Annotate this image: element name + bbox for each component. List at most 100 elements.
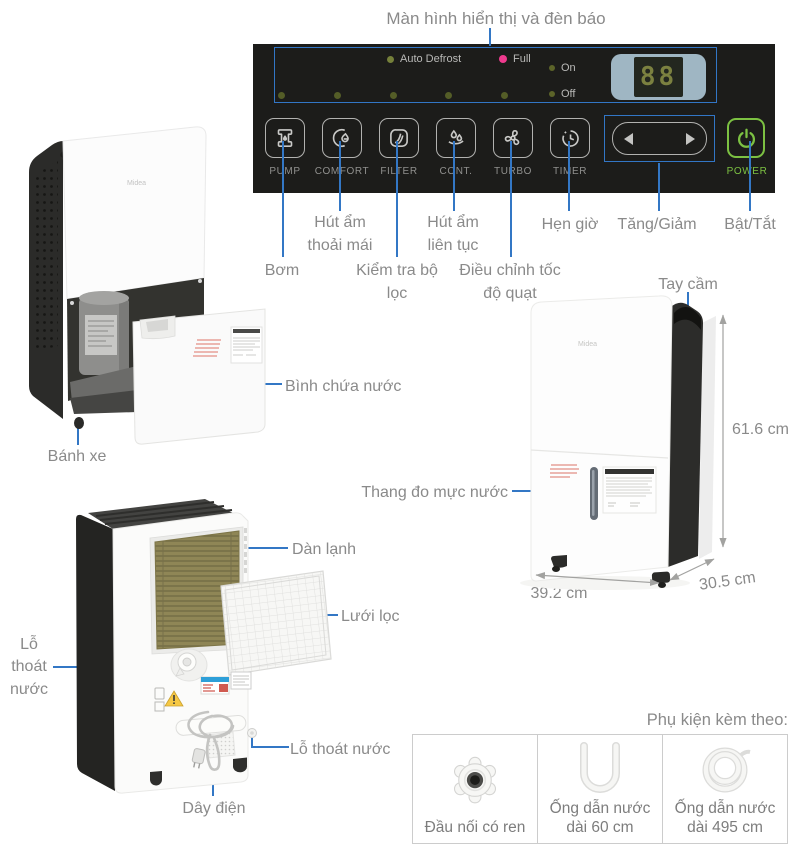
off-label: Off (561, 88, 576, 100)
label-power-cord: Dây điện (182, 800, 246, 817)
page-title: Màn hình hiển thị và đèn báo (386, 9, 606, 28)
long-hose-icon (702, 747, 751, 793)
pump-callout-line (282, 141, 284, 257)
power-button[interactable] (727, 118, 765, 158)
coil-callout-line (228, 547, 288, 549)
filter-mesh-panel (220, 570, 332, 676)
turbo-button-label: TURBO (494, 166, 532, 177)
warning-triangle-icon (164, 690, 184, 707)
base-lip (70, 390, 137, 414)
on-label: On (561, 62, 576, 74)
arrow-left-icon (624, 132, 633, 145)
side-dark-panel (76, 514, 115, 791)
label-drain-right: Lỗ thoát nước (290, 741, 391, 758)
power-icon (737, 128, 755, 148)
short-hose-icon (580, 741, 620, 793)
filter-button[interactable] (379, 118, 419, 158)
right-view-illustration: Midea (520, 295, 727, 590)
threaded-connector-icon (453, 756, 497, 804)
off-led-icon (549, 91, 555, 97)
label-water-gauge: Thang đo mực nước (361, 484, 508, 501)
pump-icon (277, 129, 293, 147)
pump-button-label: PUMP (269, 166, 301, 177)
comfort-led-icon (334, 92, 341, 99)
cont-button-label: CONT. (439, 166, 473, 177)
callout-arrows: Tăng/Giảm (617, 216, 697, 233)
timer-button-label: TIMER (540, 166, 600, 177)
turbo-button[interactable] (493, 118, 533, 158)
timer-icon (562, 130, 579, 147)
accessory-short-hose: Ống dẫn nước dài 60 cm (538, 735, 663, 843)
foot (150, 771, 163, 786)
water-tank (132, 308, 266, 445)
dimension-lines (535, 314, 727, 587)
brand-logo: Midea (578, 341, 597, 348)
brand-logo: Midea (127, 180, 146, 187)
cont-led-icon (445, 92, 452, 99)
up-down-arrows-button[interactable] (612, 122, 707, 155)
comfort-icon (332, 128, 349, 148)
timer-callout-line (568, 141, 570, 211)
accessory-threaded-connector: Đầu nối có ren (413, 735, 538, 843)
on-led-icon (549, 65, 555, 71)
side-slots (244, 528, 247, 573)
wheel-callout-line (77, 419, 79, 445)
label-handle: Tay cầm (658, 276, 718, 293)
callout-pump: Bơm (264, 262, 300, 279)
filter-icon (390, 129, 408, 147)
power-button-label: POWER (726, 166, 768, 177)
timer-button[interactable] (550, 118, 590, 158)
label-drain-left: Lỗ thoát nước (9, 636, 49, 698)
accessory-name: Đầu nối có ren (424, 818, 526, 836)
tank-warning-text (193, 339, 221, 357)
arrow-right-icon (686, 132, 695, 145)
front-foot (551, 555, 567, 568)
arrows-callout-line (658, 163, 660, 211)
turbo-led-icon (501, 92, 508, 99)
power-callout-line (749, 141, 751, 211)
comfort-button[interactable] (322, 118, 362, 158)
comfort-button-label: COMFORT (314, 166, 370, 177)
seven-segment-display: 88 (611, 54, 706, 100)
pump-button[interactable] (265, 118, 305, 158)
accessories-title: Phụ kiện kèm theo: (646, 711, 788, 729)
control-panel: Auto Defrost Full On Off 88 (253, 44, 775, 193)
full-indicator: Full (499, 53, 531, 65)
turbo-callout-line (510, 141, 512, 257)
compressor-motor (79, 291, 129, 375)
label-filter-mesh: Lưới lọc (341, 608, 400, 625)
continuous-button[interactable] (436, 118, 476, 158)
power-plug (191, 748, 206, 769)
foot (233, 757, 248, 773)
timer-off-indicator: Off (549, 88, 575, 100)
callout-filter: Kiểm tra bộ lọc (356, 262, 438, 303)
label-cooling-coil: Dàn lạnh (292, 541, 357, 558)
accessory-long-hose: Ống dẫn nước dài 495 cm (663, 735, 787, 843)
dark-side-panel (668, 302, 703, 567)
label-water-tank: Bình chứa nước (285, 378, 402, 395)
front-view-illustration: Midea (29, 126, 266, 445)
filter-callout-line (396, 141, 398, 257)
continuous-drain-icon (448, 129, 464, 145)
fan-icon (503, 130, 521, 146)
full-label: Full (513, 53, 531, 65)
front-face (530, 295, 673, 582)
spec-label (602, 466, 657, 514)
drain-fitting (175, 652, 197, 677)
small-icon-sticker (154, 701, 165, 712)
dim-height: 61.6 cm (732, 421, 789, 438)
drain-right-callout-line-v (251, 738, 253, 748)
back-view-illustration (76, 499, 332, 794)
callout-comfort: Hút ẩm thoải mái (307, 214, 373, 255)
energy-label (200, 676, 230, 695)
callout-power: Bật/Tắt (724, 216, 776, 233)
far-side-face (699, 316, 716, 559)
label-wheel: Bánh xe (47, 448, 107, 465)
pump-led-icon (278, 92, 285, 99)
caster-wheel (74, 417, 84, 429)
vent-holes (34, 160, 58, 352)
callout-turbo: Điều chỉnh tốc độ quạt (459, 262, 561, 303)
side-foot (651, 571, 671, 584)
small-icon-sticker (154, 687, 165, 700)
drain-right-callout-line-h (251, 746, 289, 748)
